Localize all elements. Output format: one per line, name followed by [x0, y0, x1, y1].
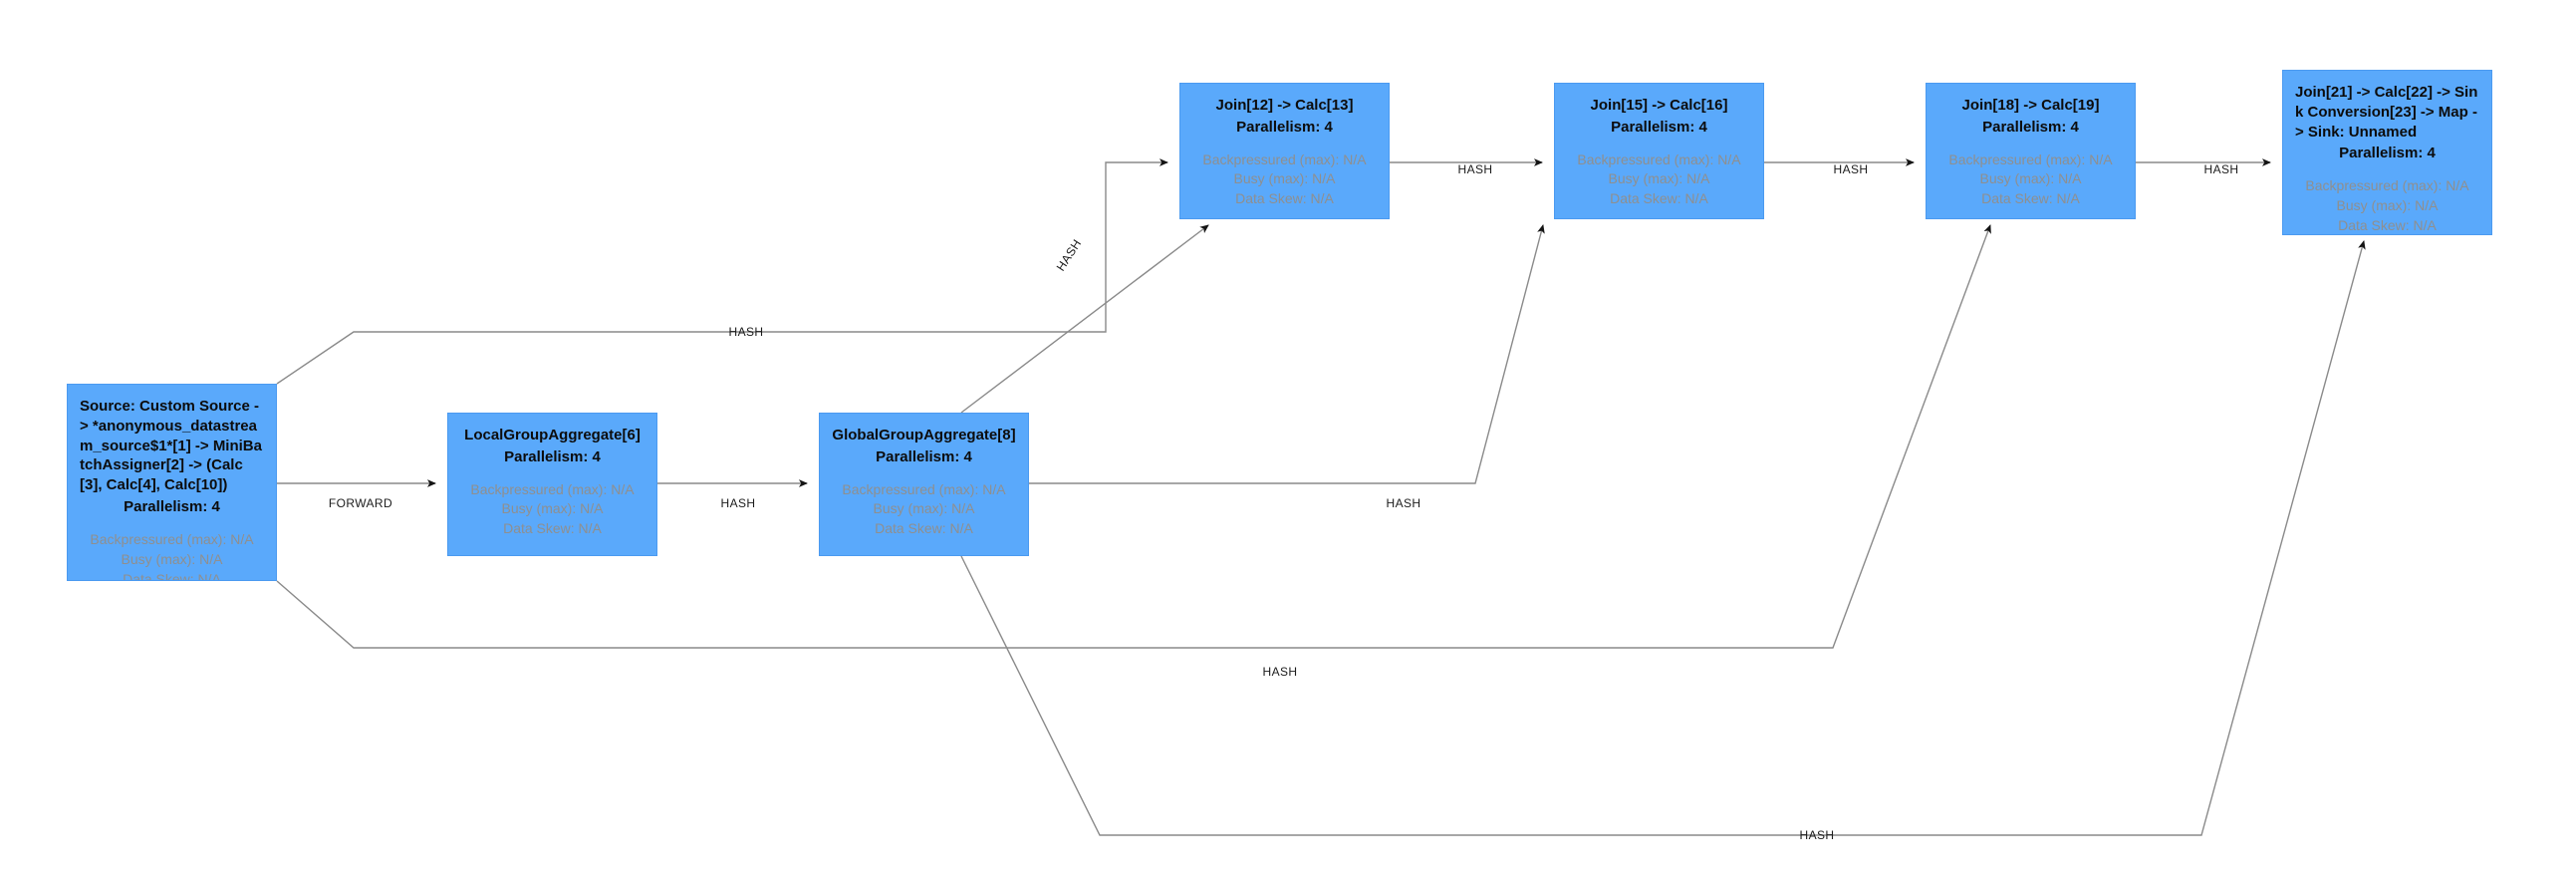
edge-label-join15-to-join18: HASH — [1833, 162, 1869, 176]
metric-data-skew: Data Skew: N/A — [875, 520, 973, 537]
metric-backpressured: Backpressured (max): N/A — [842, 480, 1006, 497]
edge-label-source-to-join12: HASH — [728, 325, 764, 339]
metric-data-skew: Data Skew: N/A — [2338, 216, 2437, 233]
metric-data-skew: Data Skew: N/A — [1610, 190, 1708, 207]
node-title: Source: Custom Source -> *anonymous_data… — [80, 398, 262, 494]
node-join21-sink[interactable]: Join[21] -> Calc[22] -> Sink Conversion[… — [2282, 70, 2492, 235]
edge-label-local-to-global: HASH — [720, 496, 756, 510]
metric-backpressured: Backpressured (max): N/A — [1577, 150, 1741, 167]
edge-label-source-to-join18: HASH — [1262, 665, 1298, 679]
node-join15-calc16[interactable]: Join[15] -> Calc[16] Parallelism: 4 Back… — [1554, 83, 1764, 219]
metric-backpressured: Backpressured (max): N/A — [2305, 177, 2469, 194]
edge-label-global-to-join15: HASH — [1386, 496, 1421, 510]
metric-busy: Busy (max): N/A — [1608, 170, 1710, 187]
metric-backpressured: Backpressured (max): N/A — [470, 480, 635, 497]
metric-busy: Busy (max): N/A — [1233, 170, 1336, 187]
node-metrics: Backpressured (max): N/A Busy (max): N/A… — [80, 530, 264, 581]
node-parallelism: Parallelism: 4 — [2339, 145, 2436, 162]
node-title: Join[21] -> Calc[22] -> Sink Conversion[… — [2295, 84, 2478, 141]
node-parallelism: Parallelism: 4 — [1611, 118, 1707, 136]
metric-busy: Busy (max): N/A — [1979, 170, 2082, 187]
node-title: Join[18] -> Calc[19] — [1961, 97, 2100, 114]
node-metrics: Backpressured (max): N/A Busy (max): N/A… — [1938, 150, 2123, 210]
edge-label-source-to-local: FORWARD — [328, 496, 393, 510]
node-metrics: Backpressured (max): N/A Busy (max): N/A… — [2295, 176, 2479, 234]
node-parallelism: Parallelism: 4 — [504, 447, 601, 465]
metric-backpressured: Backpressured (max): N/A — [1202, 150, 1367, 167]
metric-data-skew: Data Skew: N/A — [123, 570, 221, 581]
node-title: LocalGroupAggregate[6] — [464, 427, 641, 443]
edge-label-global-to-join12: HASH — [1053, 236, 1085, 274]
metric-data-skew: Data Skew: N/A — [503, 520, 602, 537]
node-parallelism: Parallelism: 4 — [1236, 118, 1333, 136]
edge-global-to-sink — [960, 240, 2366, 836]
metric-busy: Busy (max): N/A — [873, 500, 975, 517]
metric-data-skew: Data Skew: N/A — [1235, 190, 1334, 207]
edge-global-to-join15 — [1029, 224, 1545, 484]
node-parallelism: Parallelism: 4 — [876, 447, 972, 465]
node-metrics: Backpressured (max): N/A Busy (max): N/A… — [1567, 150, 1751, 210]
node-local-group-aggregate[interactable]: LocalGroupAggregate[6] Parallelism: 4 Ba… — [447, 413, 657, 556]
edge-label-join12-to-join15: HASH — [1457, 162, 1493, 176]
node-title: Join[12] -> Calc[13] — [1215, 97, 1354, 114]
node-metrics: Backpressured (max): N/A Busy (max): N/A… — [1192, 150, 1377, 210]
node-join18-calc19[interactable]: Join[18] -> Calc[19] Parallelism: 4 Back… — [1926, 83, 2136, 219]
node-metrics: Backpressured (max): N/A Busy (max): N/A… — [460, 480, 644, 540]
node-join12-calc13[interactable]: Join[12] -> Calc[13] Parallelism: 4 Back… — [1179, 83, 1390, 219]
metric-busy: Busy (max): N/A — [121, 550, 223, 567]
node-metrics: Backpressured (max): N/A Busy (max): N/A… — [832, 480, 1016, 540]
node-title: Join[15] -> Calc[16] — [1590, 97, 1728, 114]
metric-busy: Busy (max): N/A — [501, 500, 604, 517]
edge-source-to-join12 — [276, 158, 1168, 385]
metric-backpressured: Backpressured (max): N/A — [1948, 150, 2113, 167]
node-parallelism: Parallelism: 4 — [124, 497, 220, 515]
node-global-group-aggregate[interactable]: GlobalGroupAggregate[8] Parallelism: 4 B… — [819, 413, 1029, 556]
node-title: GlobalGroupAggregate[8] — [832, 427, 1016, 443]
metric-backpressured: Backpressured (max): N/A — [90, 530, 254, 547]
metric-data-skew: Data Skew: N/A — [1981, 190, 2080, 207]
metric-busy: Busy (max): N/A — [2336, 197, 2439, 214]
node-source[interactable]: Source: Custom Source -> *anonymous_data… — [67, 384, 277, 581]
edge-label-join18-to-sink: HASH — [2203, 162, 2239, 176]
node-parallelism: Parallelism: 4 — [1982, 118, 2079, 136]
edge-global-to-join12 — [960, 224, 1209, 414]
edge-label-global-to-sink: HASH — [1799, 828, 1835, 842]
